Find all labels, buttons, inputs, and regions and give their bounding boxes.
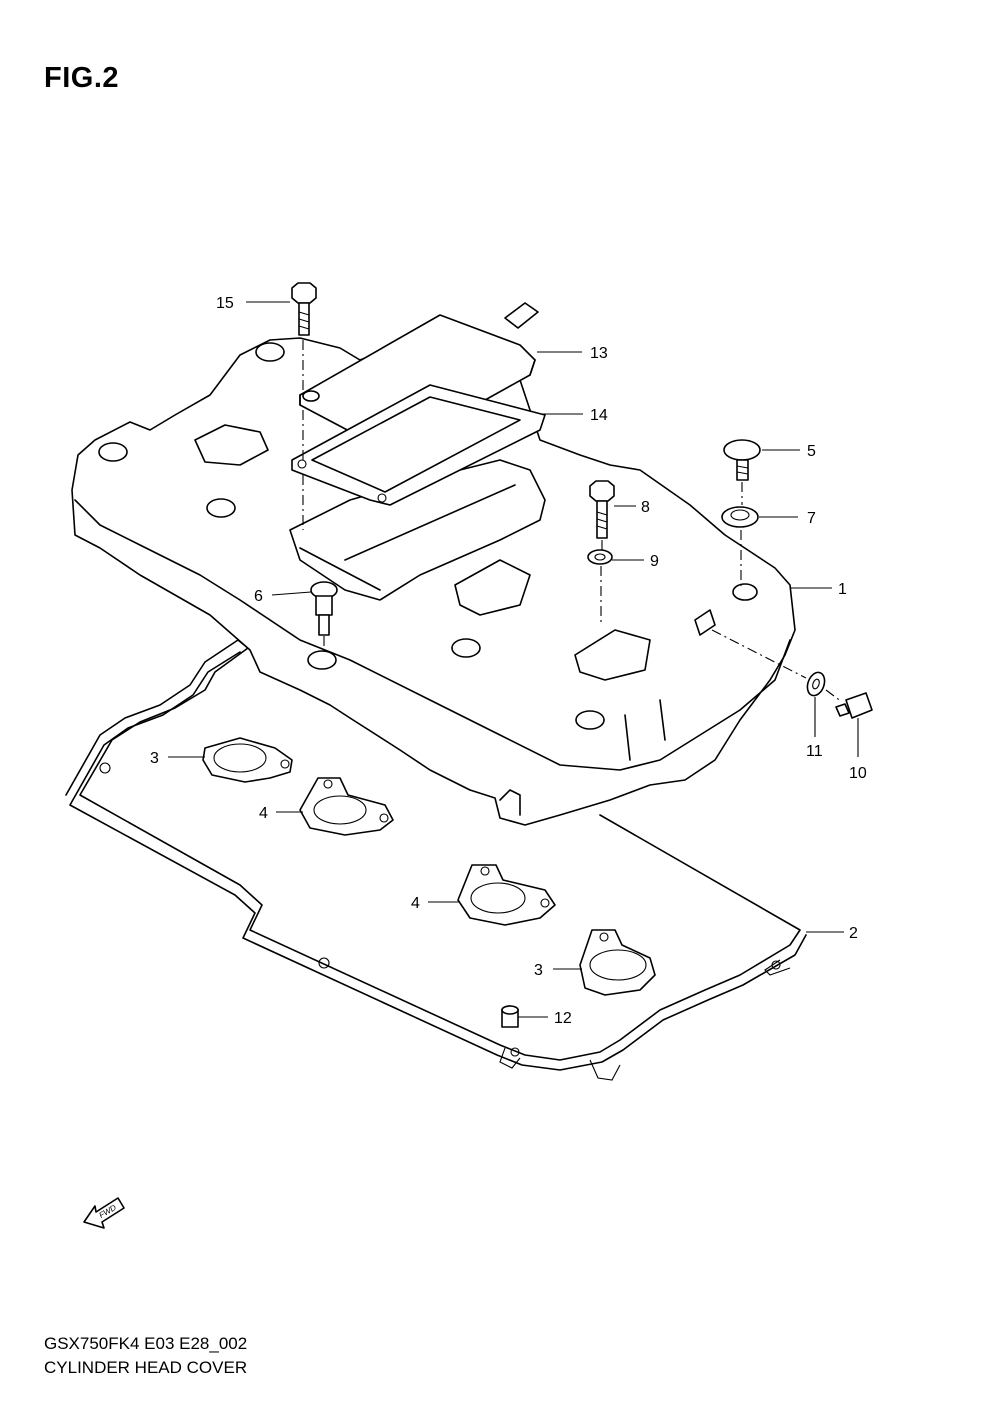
plug-seal-3-upper: [202, 737, 293, 783]
callout-8: 8: [641, 499, 650, 516]
assembly-guide-lines: [302, 340, 843, 703]
plug-seal-3-lower: [579, 929, 656, 996]
callout-labels: 1 2 3 3 4 4 5 6 7 8 9 10 11 12 13 14 15: [150, 295, 867, 1027]
callout-3-upper: 3: [150, 750, 159, 767]
breather-cover-gasket: [291, 384, 546, 506]
callout-4-lower: 4: [411, 895, 420, 912]
callout-12: 12: [554, 1010, 572, 1027]
callout-3-lower: 3: [534, 962, 543, 979]
grommet-7: [721, 506, 759, 528]
plug-bolt-10: [835, 692, 873, 719]
model-code: GSX750FK4 E03 E28_002: [44, 1334, 248, 1353]
bolt-6: [310, 581, 338, 636]
plug-seal-4-lower: [457, 864, 556, 926]
callout-4-upper: 4: [259, 805, 268, 822]
callout-10: 10: [849, 765, 867, 782]
bolt-15: [291, 282, 317, 336]
callout-15: 15: [216, 295, 234, 312]
forward-arrow-icon: FWD: [83, 1197, 125, 1229]
figure-title: FIG.2: [44, 62, 120, 94]
callout-1: 1: [838, 581, 847, 598]
callout-7: 7: [807, 510, 816, 527]
callout-leaders: [168, 301, 859, 1018]
dowel-pin-12: [501, 1005, 519, 1028]
callout-5: 5: [807, 443, 816, 460]
callout-11: 11: [806, 743, 823, 760]
washer-11: [806, 671, 826, 697]
plug-seal-4-upper: [299, 777, 394, 836]
callout-2: 2: [849, 925, 858, 942]
callout-13: 13: [590, 345, 608, 362]
part-group-name: CYLINDER HEAD COVER: [44, 1358, 248, 1377]
bolt-8: [589, 480, 615, 539]
grommet-5: [723, 439, 761, 481]
cover-gasket: [65, 639, 807, 1081]
washer-9: [587, 549, 613, 565]
callout-14: 14: [590, 407, 608, 424]
callout-6: 6: [254, 588, 263, 605]
callout-9: 9: [650, 553, 659, 570]
